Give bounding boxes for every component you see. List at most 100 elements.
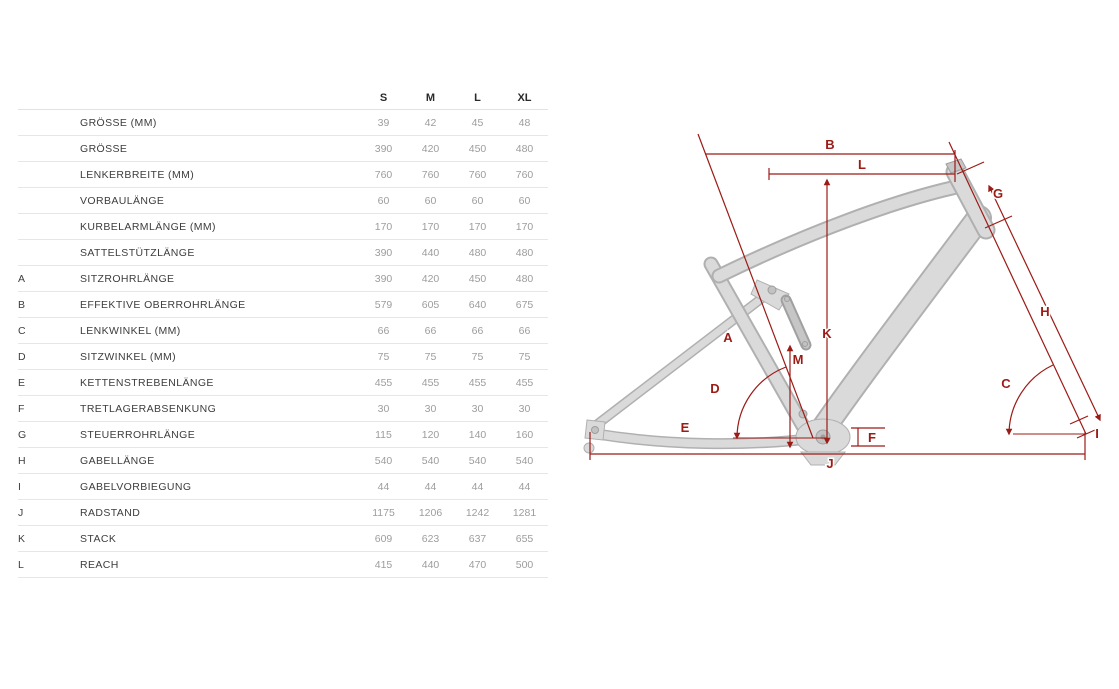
- row-value: 450: [468, 142, 487, 155]
- dim-label-M: M: [793, 352, 804, 367]
- dim-label-F: F: [868, 430, 876, 445]
- dim-tick-G-top: [956, 161, 985, 175]
- row-value: 115: [375, 428, 392, 441]
- dim-tick-I-upper: [1069, 415, 1089, 425]
- dim-line-fork-axis: [948, 141, 1087, 435]
- row-value: 675: [515, 298, 534, 311]
- headset-spacer: [945, 158, 967, 174]
- row-value: 44: [518, 480, 531, 493]
- row-letter: D: [18, 350, 26, 363]
- row-value: 1206: [418, 506, 443, 519]
- dim-label-H: H: [1040, 304, 1049, 319]
- dim-tick-G-bottom: [984, 215, 1013, 229]
- row-value: 39: [377, 116, 390, 129]
- row-value: 44: [377, 480, 390, 493]
- row-value: 640: [468, 298, 487, 311]
- row-value: 48: [518, 116, 531, 129]
- row-value: 60: [518, 194, 531, 207]
- row-value: 760: [515, 168, 534, 181]
- row-value: 66: [424, 324, 437, 337]
- row-value: 455: [421, 376, 440, 389]
- row-value: 170: [468, 220, 487, 233]
- row-value: 120: [421, 428, 440, 441]
- row-value: 390: [374, 246, 393, 259]
- rear-shock-body: [782, 296, 810, 349]
- row-label: KETTENSTREBENLÄNGE: [80, 376, 214, 389]
- dim-label-K: K: [822, 326, 832, 341]
- row-letter: H: [18, 454, 26, 467]
- crank-axle: [820, 434, 826, 440]
- size-header-xl: XL: [517, 91, 532, 104]
- row-letter: K: [18, 532, 26, 545]
- row-value: 30: [471, 402, 484, 415]
- row-value: 45: [471, 116, 484, 129]
- row-value: 30: [518, 402, 531, 415]
- row-label: EFFEKTIVE OBERROHRLÄNGE: [80, 298, 246, 311]
- row-value: 75: [518, 350, 531, 363]
- row-value: 455: [515, 376, 534, 389]
- row-value: 440: [421, 558, 440, 571]
- row-value: 480: [468, 246, 487, 259]
- row-value: 455: [374, 376, 393, 389]
- row-letter: A: [18, 272, 26, 285]
- row-label: GRÖSSE: [80, 142, 128, 155]
- row-value: 540: [515, 454, 534, 467]
- row-value: 75: [424, 350, 437, 363]
- row-label: LENKERBREITE (MM): [80, 168, 195, 181]
- row-value: 540: [468, 454, 487, 467]
- geometry-diagram: A B C D E F G H I J K L M: [565, 116, 1115, 478]
- dim-arc-D: [733, 366, 787, 440]
- dim-label-B: B: [825, 137, 834, 152]
- row-value: 160: [515, 428, 534, 441]
- row-label: GABELVORBIEGUNG: [80, 480, 192, 493]
- row-value: 637: [468, 532, 487, 545]
- row-value: 75: [471, 350, 484, 363]
- row-value: 420: [421, 142, 440, 155]
- row-label: GABELLÄNGE: [80, 454, 155, 467]
- row-label: REACH: [80, 558, 119, 571]
- row-value: 579: [374, 298, 393, 311]
- row-label: TRETLAGERABSENKUNG: [80, 402, 217, 415]
- row-value: 1242: [465, 506, 490, 519]
- row-value: 760: [468, 168, 487, 181]
- row-letter: F: [18, 402, 25, 415]
- row-value: 30: [377, 402, 390, 415]
- size-header-m: M: [425, 91, 436, 104]
- row-value: 470: [468, 558, 487, 571]
- row-label: KURBELARMLÄNGE (MM): [80, 220, 216, 233]
- row-value: 420: [421, 272, 440, 285]
- row-value: 480: [515, 246, 534, 259]
- dim-label-C: C: [1001, 376, 1011, 391]
- row-label: SITZROHRLÄNGE: [80, 272, 175, 285]
- row-label: RADSTAND: [80, 506, 141, 519]
- row-value: 540: [374, 454, 393, 467]
- row-value: 42: [424, 116, 437, 129]
- top-tube-fill: [713, 180, 967, 282]
- dim-line-H: [988, 184, 1101, 422]
- row-value: 455: [468, 376, 487, 389]
- motor-guard: [799, 451, 847, 466]
- row-value: 623: [421, 532, 440, 545]
- dim-label-A: A: [723, 330, 733, 345]
- row-letter: C: [18, 324, 26, 337]
- head-tube-fill: [947, 164, 994, 238]
- dimension-overlay: A B C D E F G H I J K L M: [589, 133, 1101, 473]
- row-label: LENKWINKEL (MM): [80, 324, 181, 337]
- rocker-pivot: [767, 285, 777, 295]
- row-value: 760: [374, 168, 393, 181]
- rocker-link: [750, 279, 790, 311]
- row-value: 1281: [512, 506, 537, 519]
- row-value: 1175: [372, 506, 395, 519]
- rear-axle: [591, 426, 599, 434]
- row-value: 500: [515, 558, 534, 571]
